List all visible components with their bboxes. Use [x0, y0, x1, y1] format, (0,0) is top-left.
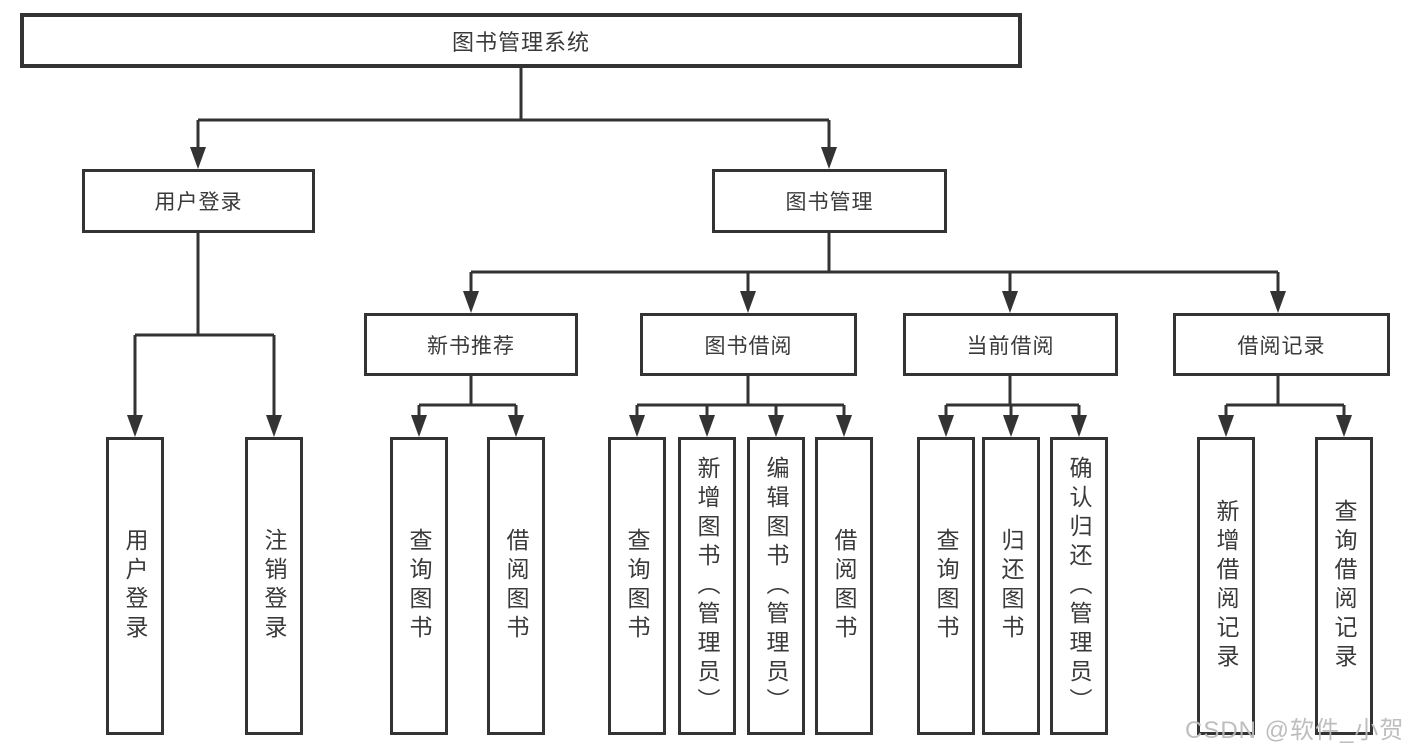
- node-label: 确认归还（管理员）: [1066, 455, 1092, 717]
- node-label: 借阅记录: [1237, 334, 1326, 358]
- node-label: 用户登录: [154, 191, 243, 214]
- leaf-add-books-admin: 新增图书（管理员）: [678, 437, 736, 735]
- node-new-book-recommend: 新书推荐: [364, 313, 578, 376]
- arrowheads-level2: [190, 147, 837, 169]
- arrowheads-level3: [463, 291, 1286, 313]
- arrowheads-new-book-recommend-leaves: [411, 415, 524, 437]
- arrowheads-borrowing-records-leaves: [1218, 415, 1352, 437]
- node-label: 借阅图书: [831, 528, 857, 644]
- node-user-login: 用户登录: [82, 169, 315, 233]
- node-label: 编辑图书（管理员）: [763, 455, 789, 717]
- leaf-query-books-1: 查询图书: [390, 437, 448, 735]
- leaf-borrow-books-1: 借阅图书: [487, 437, 545, 735]
- node-label: 图书管理系统: [451, 29, 590, 55]
- leaf-confirm-return-admin: 确认归还（管理员）: [1050, 437, 1108, 735]
- node-label: 归还图书: [998, 528, 1024, 644]
- node-label: 查询图书: [406, 528, 432, 644]
- edge-user-login-to-leaves: [133, 233, 276, 419]
- leaf-return-books: 归还图书: [982, 437, 1040, 735]
- leaf-query-books-3: 查询图书: [917, 437, 975, 735]
- leaf-logout: 注销登录: [245, 437, 303, 735]
- leaf-edit-books-admin: 编辑图书（管理员）: [747, 437, 805, 735]
- node-label: 用户登录: [122, 528, 148, 644]
- node-book-borrowing: 图书借阅: [640, 313, 857, 376]
- leaf-borrow-books-2: 借阅图书: [815, 437, 873, 735]
- edge-current-borrowing-to-leaves: [944, 376, 1081, 419]
- node-label: 查询图书: [933, 528, 959, 644]
- node-label: 查询图书: [624, 528, 650, 644]
- arrowheads-book-borrowing-leaves: [629, 415, 852, 437]
- edge-borrowing-records-to-leaves: [1224, 376, 1346, 419]
- edge-new-book-recommend-to-leaves: [417, 376, 518, 419]
- node-label: 注销登录: [261, 528, 287, 644]
- edge-book-management-to-level3: [469, 233, 1280, 295]
- leaf-add-borrow-record: 新增借阅记录: [1197, 437, 1255, 735]
- node-book-management: 图书管理: [712, 169, 947, 233]
- node-label: 新增图书（管理员）: [694, 455, 720, 717]
- node-borrowing-records: 借阅记录: [1173, 313, 1390, 376]
- node-label: 新书推荐: [427, 334, 515, 358]
- edge-book-borrowing-to-leaves: [635, 376, 846, 419]
- arrowheads-current-borrowing-leaves: [938, 415, 1087, 437]
- node-current-borrowing: 当前借阅: [903, 313, 1118, 376]
- csdn-watermark: CSDN @软件_小贺同学: [1185, 717, 1405, 744]
- node-label: 借阅图书: [503, 528, 529, 644]
- leaf-query-books-2: 查询图书: [608, 437, 666, 735]
- arrowheads-user-login-leaves: [127, 415, 282, 437]
- node-label: 查询借阅记录: [1331, 499, 1357, 673]
- node-label: 新增借阅记录: [1213, 499, 1239, 673]
- leaf-query-borrow-record: 查询借阅记录: [1315, 437, 1373, 735]
- node-label: 当前借阅: [966, 334, 1055, 358]
- node-root-library-management-system: 图书管理系统: [20, 13, 1022, 68]
- node-label: 图书借阅: [704, 334, 793, 358]
- node-label: 图书管理: [785, 191, 874, 214]
- edge-root-to-level2: [196, 68, 831, 151]
- leaf-user-login: 用户登录: [106, 437, 164, 735]
